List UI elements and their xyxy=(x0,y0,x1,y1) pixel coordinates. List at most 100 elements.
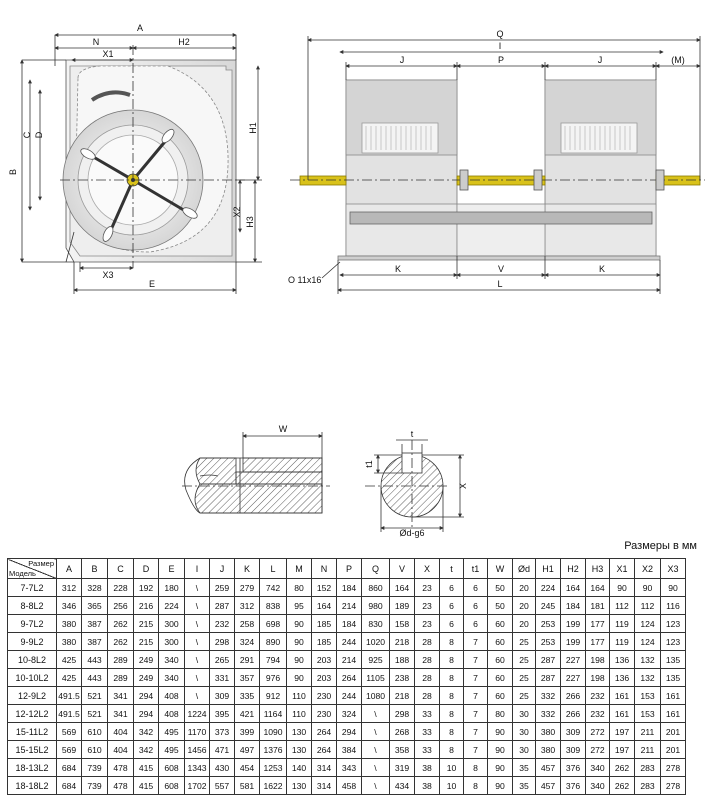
table-cell: 298 xyxy=(389,704,415,723)
table-cell: 227 xyxy=(560,668,586,687)
table-cell: 60 xyxy=(487,668,513,687)
table-cell: 30 xyxy=(512,704,536,723)
table-cell: 215 xyxy=(133,632,159,651)
table-cell: 90 xyxy=(487,776,513,795)
table-cell: 230 xyxy=(311,686,337,705)
table-cell: 279 xyxy=(234,578,260,597)
column-header: t1 xyxy=(463,558,488,579)
dim-label: N xyxy=(93,37,100,47)
table-cell: 890 xyxy=(259,632,287,651)
column-header: H2 xyxy=(560,558,586,579)
column-header: Q xyxy=(361,558,390,579)
table-cell: 521 xyxy=(81,704,108,723)
table-cell: 164 xyxy=(585,578,610,597)
model-cell: 9-9L2 xyxy=(7,632,57,651)
table-cell: 185 xyxy=(311,614,337,633)
table-cell: 232 xyxy=(585,704,610,723)
model-cell: 12-9L2 xyxy=(7,686,57,705)
table-cell: 227 xyxy=(560,650,586,669)
table-cell: \ xyxy=(184,614,210,633)
table-cell: 90 xyxy=(487,758,513,777)
table-cell: 158 xyxy=(389,614,415,633)
column-header: X1 xyxy=(609,558,635,579)
table-cell: 8 xyxy=(439,668,464,687)
table-cell: 312 xyxy=(234,596,260,615)
table-cell: 415 xyxy=(133,776,159,795)
table-cell: 415 xyxy=(133,758,159,777)
table-cell: 23 xyxy=(414,578,440,597)
front-view xyxy=(20,33,262,294)
table-cell: 283 xyxy=(634,758,661,777)
table-cell: 608 xyxy=(158,776,185,795)
table-cell: 256 xyxy=(107,596,134,615)
shaft-key-labels: W t t1 X Ød-g6 xyxy=(279,424,468,538)
table-cell: 6 xyxy=(439,596,464,615)
table-cell: 253 xyxy=(535,614,561,633)
table-cell: 384 xyxy=(336,740,362,759)
table-cell: 119 xyxy=(609,614,635,633)
dim-label: O 11x16 xyxy=(288,275,321,285)
table-cell: 294 xyxy=(133,686,159,705)
table-cell: 569 xyxy=(56,740,82,759)
table-cell: 112 xyxy=(609,596,635,615)
table-cell: 161 xyxy=(660,704,686,723)
table-cell: 739 xyxy=(81,758,108,777)
table-cell: 35 xyxy=(512,776,536,795)
table-cell: 739 xyxy=(81,776,108,795)
table-corner-cell: Размер Модель xyxy=(7,558,57,579)
table-cell: 161 xyxy=(609,704,635,723)
column-header: J xyxy=(209,558,235,579)
dim-label: X xyxy=(458,483,468,489)
table-cell: 20 xyxy=(512,614,536,633)
column-header: A xyxy=(56,558,82,579)
table-cell: 404 xyxy=(107,740,134,759)
table-cell: 335 xyxy=(234,686,260,705)
table-cell: 278 xyxy=(660,776,686,795)
shaft-key-detail xyxy=(182,432,464,532)
table-cell: 188 xyxy=(389,650,415,669)
table-cell: \ xyxy=(361,776,390,795)
table-cell: 287 xyxy=(535,650,561,669)
table-cell: 495 xyxy=(158,722,185,741)
table-cell: 28 xyxy=(414,686,440,705)
side-view xyxy=(290,36,705,294)
table-cell: 6 xyxy=(439,614,464,633)
table-cell: 7 xyxy=(463,722,488,741)
table-cell: 264 xyxy=(336,668,362,687)
table-cell: 224 xyxy=(535,578,561,597)
table-cell: 278 xyxy=(660,758,686,777)
table-cell: 408 xyxy=(158,686,185,705)
table-cell: 164 xyxy=(560,578,586,597)
table-cell: 265 xyxy=(209,650,235,669)
table-cell: 340 xyxy=(585,776,610,795)
column-header: X2 xyxy=(634,558,661,579)
table-cell: 33 xyxy=(414,704,440,723)
column-header: W xyxy=(487,558,513,579)
table-cell: 332 xyxy=(535,686,561,705)
table-cell: 6 xyxy=(463,596,488,615)
model-cell: 8-8L2 xyxy=(7,596,57,615)
table-cell: 130 xyxy=(286,722,312,741)
table-cell: 30 xyxy=(512,740,536,759)
table-cell: \ xyxy=(361,722,390,741)
table-cell: 214 xyxy=(336,650,362,669)
table-cell: 90 xyxy=(286,632,312,651)
table-cell: 7 xyxy=(463,704,488,723)
table-cell: 1164 xyxy=(259,704,287,723)
table-cell: 387 xyxy=(81,632,108,651)
table-cell: 458 xyxy=(336,776,362,795)
table-cell: 610 xyxy=(81,740,108,759)
dim-label: Q xyxy=(496,29,503,39)
table-cell: 232 xyxy=(209,614,235,633)
table-cell: 136 xyxy=(609,650,635,669)
table-cell: 497 xyxy=(234,740,260,759)
table-cell: 20 xyxy=(512,596,536,615)
table-cell: 116 xyxy=(660,596,686,615)
